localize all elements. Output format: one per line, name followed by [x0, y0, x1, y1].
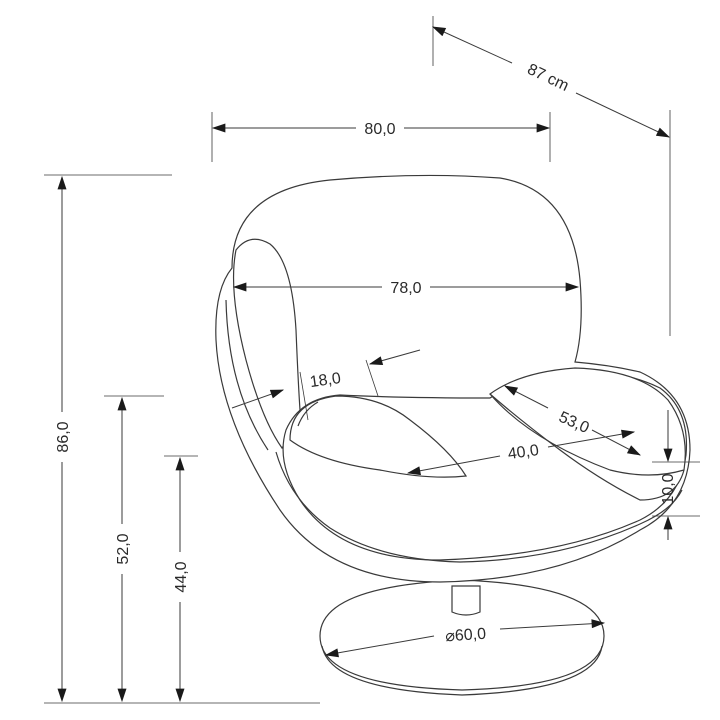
label-cushion-height: 10,0 — [660, 473, 677, 504]
base-disc — [319, 579, 605, 696]
label-armrest: 18,0 — [309, 370, 342, 391]
dim-depth-diagonal: 87 cm — [431, 26, 671, 138]
seat-left-bulge — [289, 395, 468, 478]
dim-seat-depth: 40,0 — [406, 429, 636, 476]
dim-top-width: 80,0 — [211, 121, 551, 138]
label-total-height: 86,0 — [55, 421, 72, 452]
dim-armrest: 18,0 — [231, 349, 421, 421]
dim-arm-height: 52,0 — [115, 396, 132, 703]
label-seat-depth: 40,0 — [507, 442, 540, 463]
label-arm-height: 52,0 — [115, 533, 132, 564]
dim-back-width: 78,0 — [232, 280, 580, 297]
right-armrest — [489, 367, 686, 501]
chair-stem — [451, 585, 481, 616]
label-back-width: 78,0 — [390, 280, 421, 297]
label-depth-diagonal: 87 cm — [525, 61, 572, 95]
extension-lines — [44, 16, 700, 704]
label-base-diameter: ⌀60,0 — [445, 626, 487, 646]
dim-base-diameter: ⌀60,0 — [324, 619, 606, 658]
dim-cushion-height: 10,0 — [660, 410, 677, 540]
label-top-width: 80,0 — [364, 121, 395, 138]
label-seat-height: 44,0 — [173, 561, 190, 592]
chair-drawing — [215, 174, 691, 696]
dim-total-height: 86,0 — [55, 175, 72, 703]
dim-seat-height: 44,0 — [173, 456, 190, 703]
